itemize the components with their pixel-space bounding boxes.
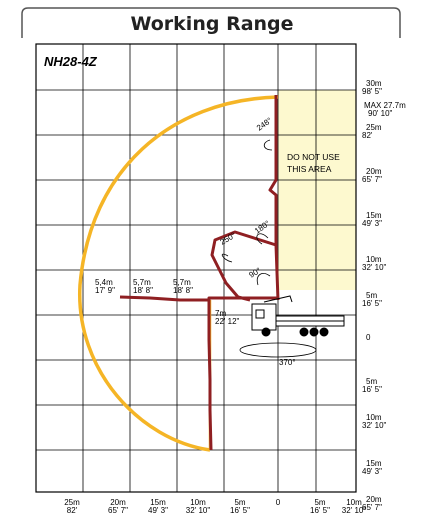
grid [35,44,357,492]
bottom-axis-meter-label: 20m [110,498,126,507]
bottom-axis-meter-label: 5m [234,498,245,507]
bottom-axis-meter-label: 10m [346,498,362,507]
right-axis-feet-label: 82' [362,131,373,140]
boom-down-pos [207,300,213,451]
boom-horizontal-pos [119,295,278,302]
right-axis-meter-label: 25m [366,123,382,132]
truck [251,295,345,337]
boom-vertical-pos [268,95,280,301]
right-axis-meter-label: 20m [366,167,382,176]
right-axis-feet-label: 98' 5" [362,87,382,96]
boom-positions [119,95,280,451]
svg-text:7m: 7m [215,309,226,318]
right-axis-meter-label: 10m [366,255,382,264]
right-axis-meter-label: 5m [366,291,377,300]
bottom-axis-meter-label: 15m [150,498,166,507]
right-axis-meter-label: 10m [366,413,382,422]
right-axis-feet-label: 32' 10" [362,263,387,272]
right-axis-feet-label: 16' 5" [362,299,382,308]
right-axis-meter-label: 20m [366,495,382,504]
right-axis-meter-label: 30m [366,79,382,88]
angle-label-370: 370° [279,358,296,367]
max-reach-label-ft: 90' 10" [368,109,393,118]
svg-text:22' 12": 22' 12" [215,317,240,326]
svg-text:18' 8": 18' 8" [173,286,193,295]
max-reach-label: MAX 27.7m [364,101,406,110]
right-axis-meter-label: 5m [366,377,377,386]
bottom-axis-meter-label: 0 [276,498,281,507]
right-axis-meter-label: 0 [366,333,371,342]
diagram-title: Working Range [130,13,293,35]
right-axis-feet-label: 65' 7" [362,175,382,184]
bottom-axis-feet-label: 16' 5" [230,506,250,515]
bottom-axis-feet-label: 32' 10" [186,506,211,515]
bottom-axis-feet-label: 82' [67,506,78,515]
restricted-zone-label-2: THIS AREA [287,164,332,174]
bottom-axis-feet-label: 49' 3" [148,506,168,515]
angle-label-90: 90° [248,266,263,280]
bottom-axis-meter-label: 10m [190,498,206,507]
right-axis-meter-label: 15m [366,211,382,220]
bottom-axis-feet-label: 65' 7" [108,506,128,515]
svg-text:5,4m: 5,4m [95,278,113,287]
right-axis-feet-label: 49' 3" [362,467,382,476]
angle-label-180: 180° [253,219,272,236]
right-axis-feet-label: 32' 10" [362,421,387,430]
right-axis-feet-label: 49' 3" [362,219,382,228]
model-label: NH28-4Z [44,54,98,69]
right-axis-meter-label: 15m [366,459,382,468]
section-labels: 5,4m 17' 9" 5,7m 18' 8" 5,7m 18' 8" 7m 2… [95,278,240,326]
svg-text:18' 8": 18' 8" [133,286,153,295]
svg-text:5,7m: 5,7m [173,278,191,287]
svg-text:5,7m: 5,7m [133,278,151,287]
restricted-zone-label: DO NOT USE [287,152,340,162]
right-axis-feet-label: 16' 5" [362,385,382,394]
angle-arcs [221,139,317,358]
bottom-axis-feet-label: 32' 10" [342,506,367,515]
angle-label-248: 248° [255,116,274,133]
bottom-axis-meter-label: 5m [314,498,325,507]
restricted-zone [278,90,356,290]
svg-text:17' 9": 17' 9" [95,286,115,295]
right-axis-feet-label: 65' 7" [362,503,382,512]
bottom-axis-feet-label: 16' 5" [310,506,330,515]
diagram-frame [35,43,357,493]
reach-envelope-arc [78,95,279,452]
bottom-axis-meter-label: 25m [64,498,80,507]
title-tab [21,7,401,38]
